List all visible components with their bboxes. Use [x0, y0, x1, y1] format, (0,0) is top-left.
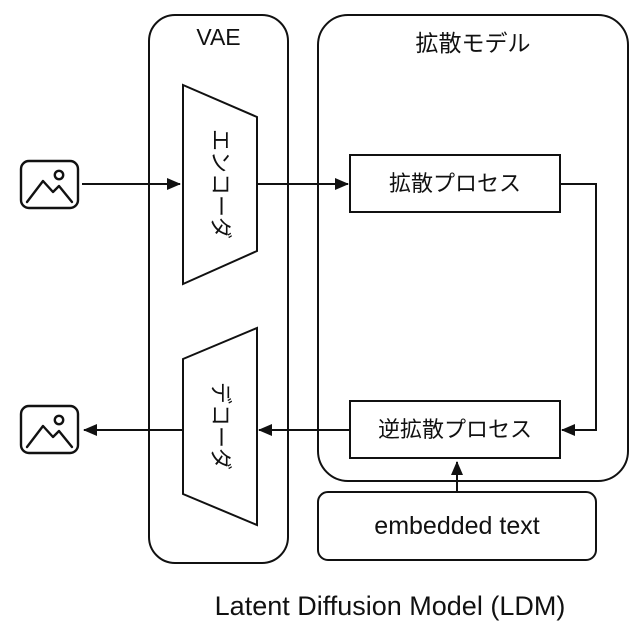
arrow-diffusion-to-reverse [560, 183, 597, 436]
diffusion-model-container [317, 14, 629, 482]
encoder-trapezoid [182, 83, 258, 286]
diffusion-process-label: 拡散プロセス [388, 171, 521, 196]
output-image-icon [19, 404, 80, 455]
vae-label: VAE [196, 24, 241, 50]
embedded-text-label: embedded text [374, 512, 540, 540]
diffusion-model-label: 拡散モデル [415, 30, 531, 56]
decoder-label: デコーダ [208, 381, 233, 470]
reverse-diffusion-label: 逆拡散プロセス [377, 417, 532, 442]
diagram-caption: Latent Diffusion Model (LDM) [214, 591, 566, 621]
encoder-label: エンコーダ [208, 128, 233, 239]
decoder-trapezoid [182, 326, 258, 527]
vae-container [148, 14, 289, 564]
input-image-icon [19, 159, 80, 210]
